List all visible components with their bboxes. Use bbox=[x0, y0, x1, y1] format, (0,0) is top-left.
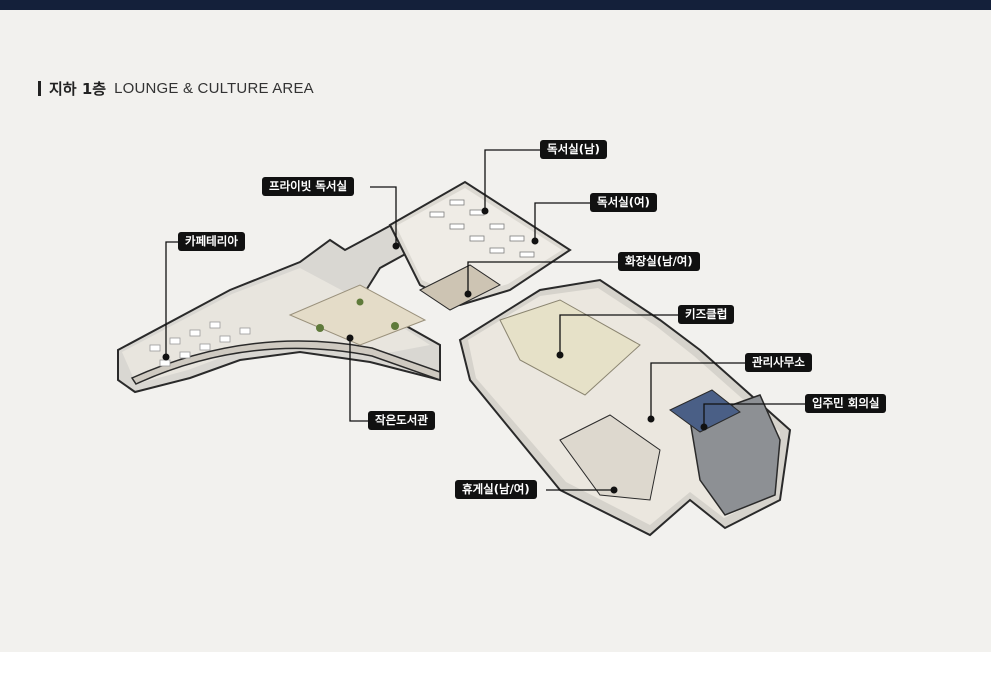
floor-heading: 지하 1층 LOUNGE & CULTURE AREA bbox=[38, 77, 314, 99]
label-small-library: 작은도서관 bbox=[368, 411, 435, 430]
leader-dots bbox=[162, 207, 708, 494]
label-management-office: 관리사무소 bbox=[745, 353, 812, 372]
label-kids-club: 키즈클럽 bbox=[678, 305, 735, 324]
label-lounge: 휴게실(남/여) bbox=[455, 480, 537, 499]
label-resident-meeting-room: 입주민 회의실 bbox=[805, 394, 887, 413]
floor-level: 지하 1층 bbox=[49, 79, 107, 98]
heading-marker bbox=[38, 80, 41, 96]
label-reading-room-women: 독서실(여) bbox=[590, 193, 657, 212]
top-bar bbox=[0, 0, 991, 10]
label-private-reading-room: 프라이빗 독서실 bbox=[262, 177, 355, 196]
area-name: LOUNGE & CULTURE AREA bbox=[114, 79, 314, 97]
label-reading-room-men: 독서실(남) bbox=[540, 140, 607, 159]
building-footprint bbox=[117, 180, 792, 537]
leader-lines bbox=[165, 149, 805, 491]
label-restroom: 화장실(남/여) bbox=[618, 252, 700, 271]
label-cafeteria: 카페테리아 bbox=[178, 232, 245, 251]
